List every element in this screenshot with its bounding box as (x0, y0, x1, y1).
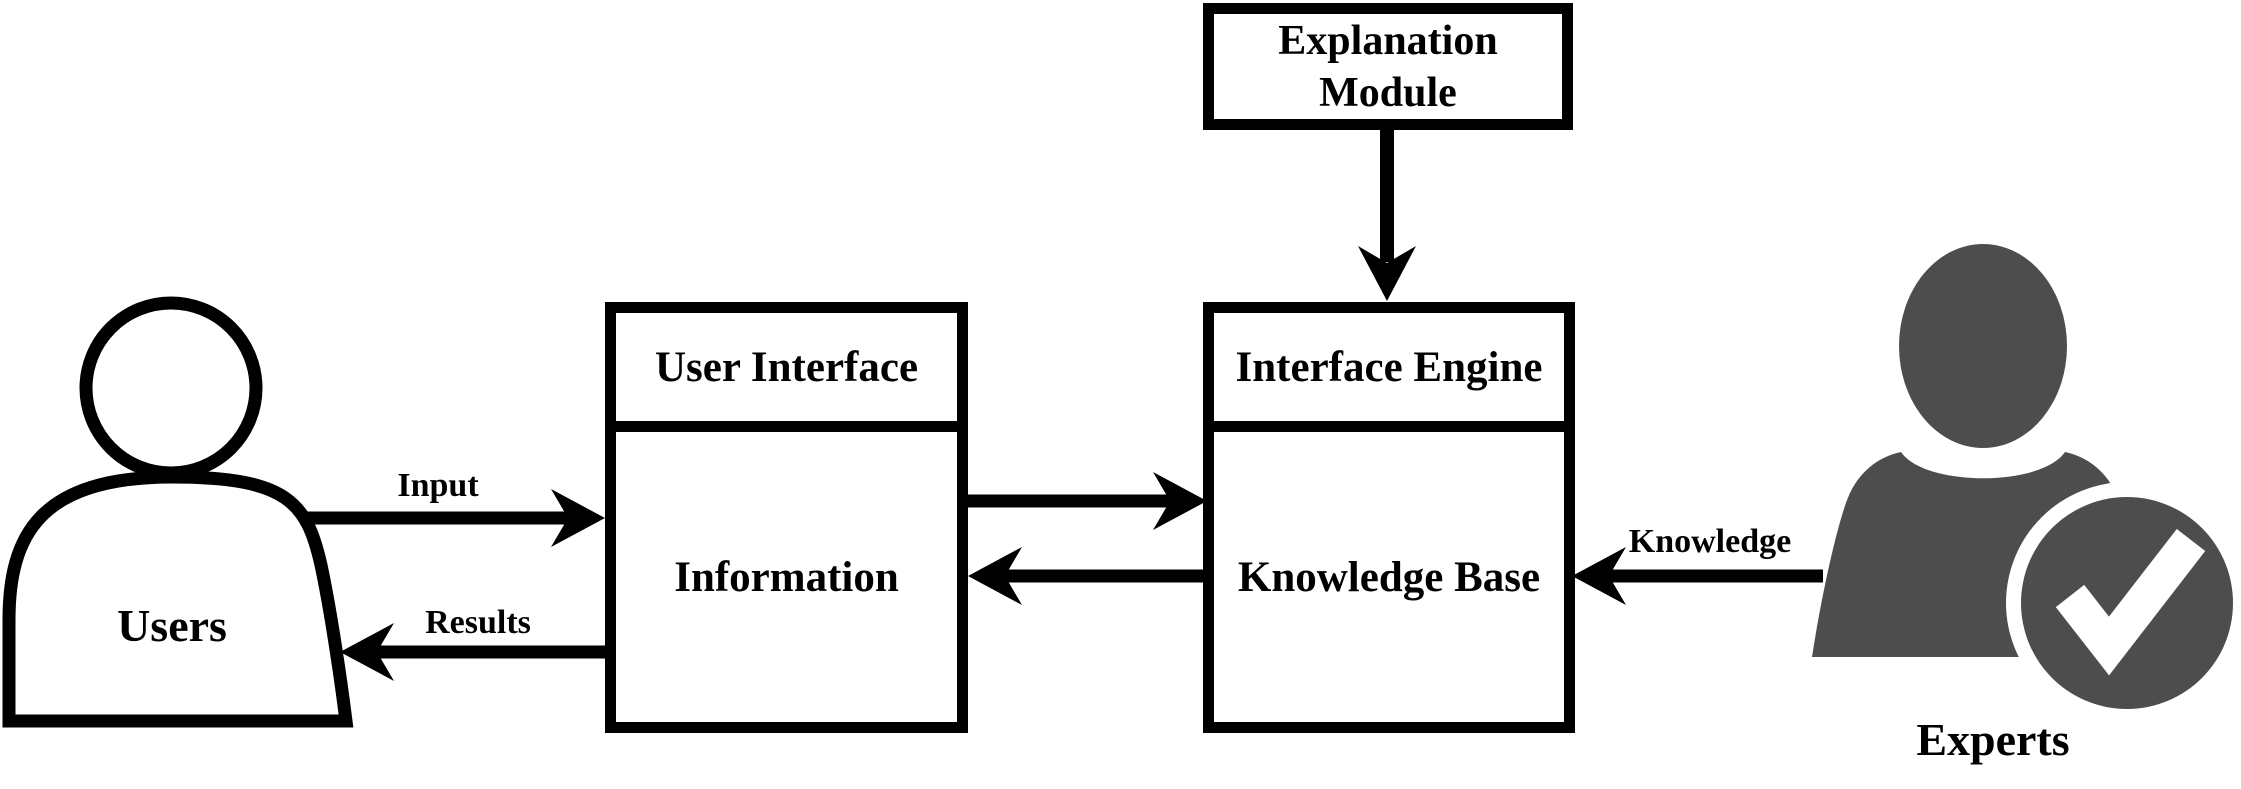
user-interface-header: User Interface (616, 313, 957, 432)
experts-head-shape (1899, 244, 2067, 448)
arrow-head-right (1153, 472, 1207, 530)
arrow-head-right (551, 489, 605, 547)
arrow-head-left (1572, 547, 1626, 605)
experts-label: Experts (1916, 714, 2070, 765)
arrow-head-down (1358, 246, 1416, 301)
explanation-module-box: Explanation Module (1203, 3, 1573, 130)
arrow-head-left (968, 547, 1022, 605)
experts-person-icon (1812, 244, 2241, 724)
knowledge-label: Knowledge (1628, 523, 1792, 560)
users-head-shape (79, 296, 263, 480)
users-label: Users (117, 600, 227, 651)
checkmark-icon (2055, 528, 2206, 676)
arrow-head-left (340, 623, 394, 681)
interface-engine-body: Knowledge Base (1214, 432, 1564, 722)
user-interface-body: Information (616, 432, 957, 722)
input-arrow (300, 489, 605, 547)
interface-engine-title: Interface Engine (1235, 343, 1543, 391)
input-label: Input (397, 467, 479, 504)
knowledge-arrow (1572, 547, 1823, 605)
information-label: Information (674, 553, 899, 601)
ui-to-engine-arrow (965, 472, 1207, 530)
knowledge-base-label: Knowledge Base (1237, 553, 1541, 601)
explanation-module-line1: Explanation (1278, 17, 1498, 64)
explanation-module-line2: Module (1319, 69, 1457, 116)
explanation-to-engine-arrow (1358, 130, 1416, 301)
engine-to-ui-arrow (968, 547, 1210, 605)
user-interface-title: User Interface (654, 343, 919, 391)
users-person-icon (2, 296, 354, 728)
interface-engine-box: Interface Engine Knowledge Base (1203, 302, 1575, 733)
user-interface-box: User Interface Information (605, 302, 968, 733)
users-body-shape (2, 470, 354, 728)
interface-engine-header: Interface Engine (1214, 313, 1564, 432)
results-label: Results (425, 604, 531, 641)
results-arrow (340, 623, 617, 681)
